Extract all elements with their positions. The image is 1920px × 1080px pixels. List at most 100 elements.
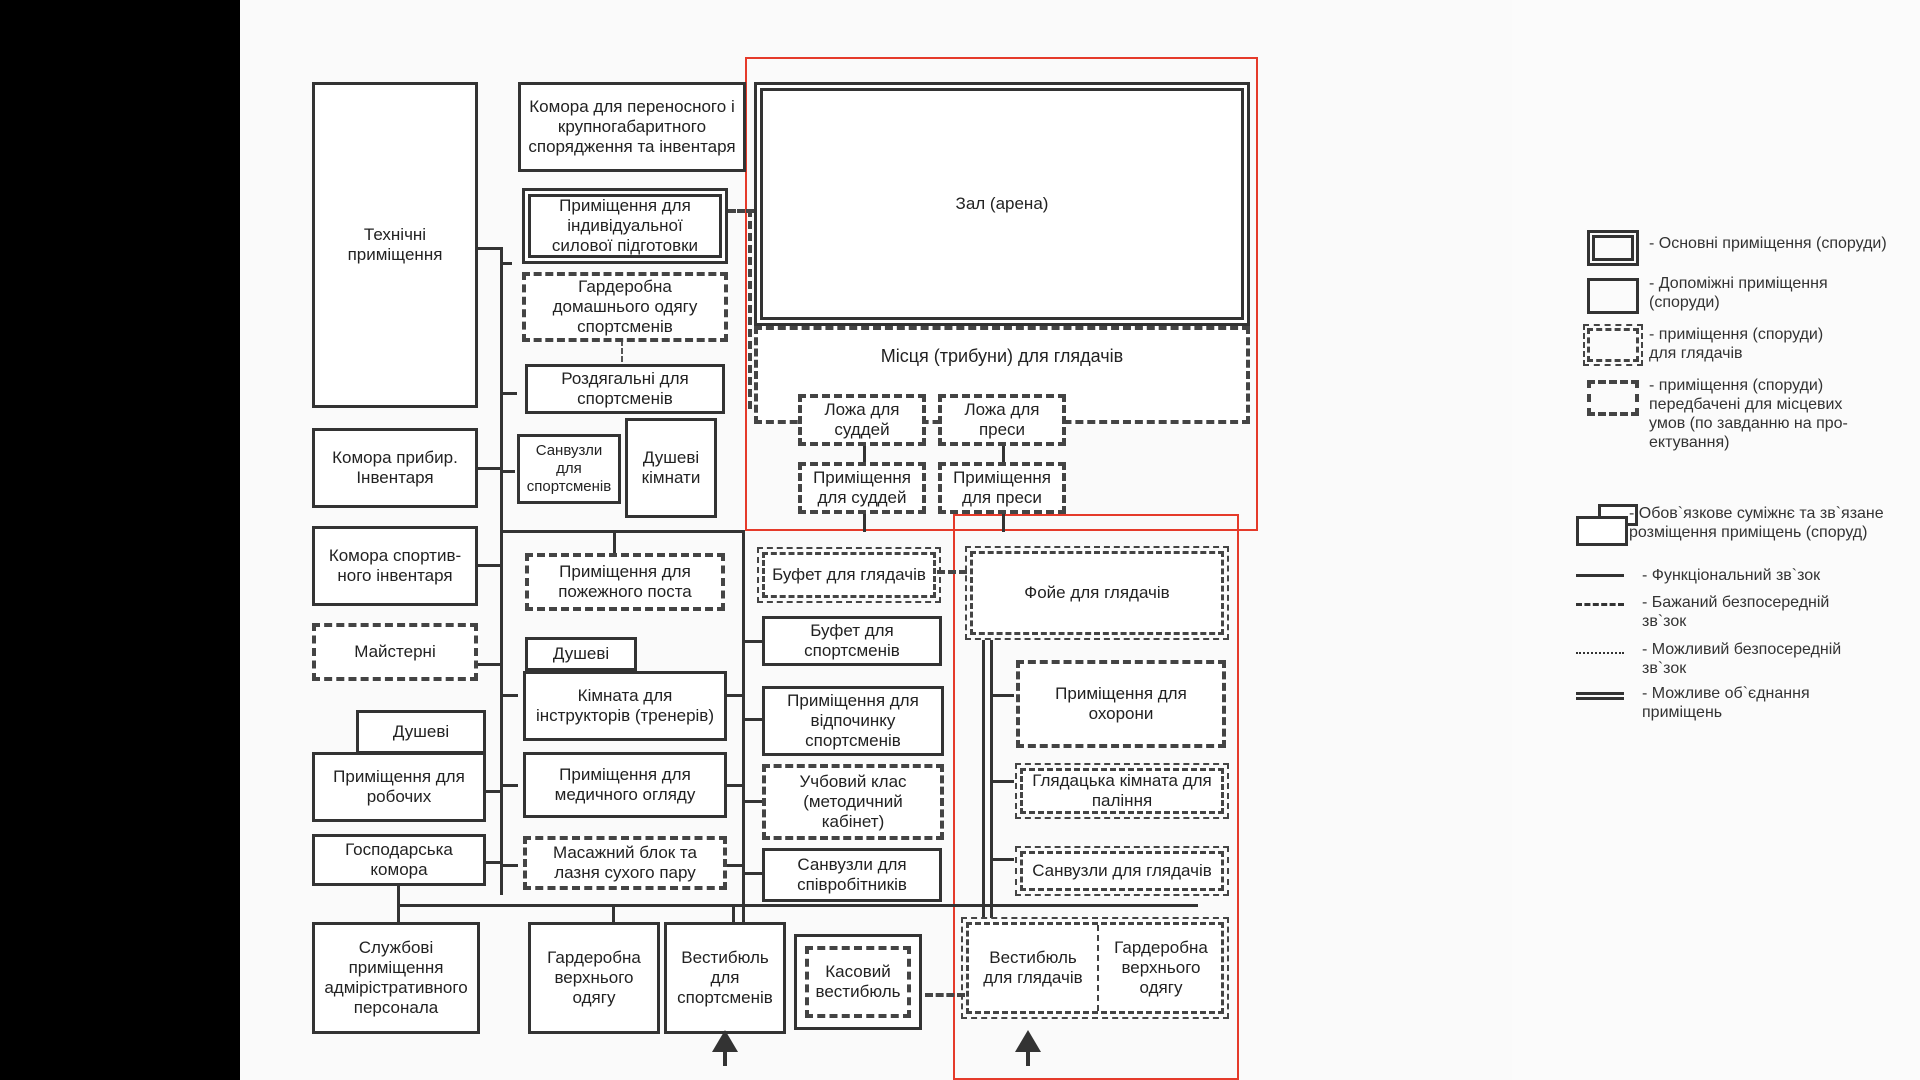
room-storage-equipment: Комора для переносного і крупногабаритно… bbox=[518, 82, 746, 172]
link-athlete-buffet bbox=[742, 640, 762, 643]
room-athlete-buffet: Буфет для спортсменів bbox=[762, 616, 942, 666]
room-workers-label: Приміщення для робочих bbox=[333, 767, 465, 806]
room-judges: Приміщення для суддей bbox=[798, 462, 926, 514]
link-utility bbox=[485, 861, 502, 864]
room-spectator-wc: Санвузли для глядачів bbox=[1015, 846, 1229, 896]
room-workers: Приміщення для робочих bbox=[312, 752, 486, 822]
room-classroom: Учбовий клас (методичний кабінет) bbox=[762, 764, 944, 840]
room-press-box-label: Ложа для преси bbox=[964, 400, 1040, 439]
room-stands-label: Місця (трибуни) для глядачів bbox=[880, 346, 1124, 366]
athlete-entrance-arrow-icon bbox=[712, 1030, 738, 1052]
room-spectator-vestibule: Вестибюль для глядачів bbox=[969, 925, 1099, 1011]
room-showers-2-label: Душеві bbox=[552, 644, 610, 663]
link-staff-wc bbox=[742, 872, 762, 875]
room-sports-storage-label: Комора спортив-ного інвентаря bbox=[328, 546, 462, 585]
legend-merge-swatch bbox=[1576, 692, 1624, 700]
room-changing: Роздягальні для спортсменів bbox=[525, 364, 725, 414]
link-spectator-wc bbox=[992, 858, 1014, 861]
legend: - Основні приміщення (споруди) - Допоміж… bbox=[1512, 0, 1920, 1080]
room-wardrobe-home: Гардеробна домашнього одягу спортсменів bbox=[522, 272, 728, 342]
legend-local: - приміщення (споруди) передбачені для м… bbox=[1649, 377, 1848, 451]
legend-functional-swatch bbox=[1576, 574, 1624, 577]
room-technical: Технічні приміщення bbox=[312, 82, 478, 408]
legend-adjacent: - Обов`язкове суміжнє та зв`язане розміщ… bbox=[1629, 505, 1884, 541]
link-workers bbox=[485, 790, 502, 793]
room-fire-post-label: Приміщення для пожежного поста bbox=[558, 562, 692, 601]
room-showers-1: Душеві кімнати bbox=[625, 418, 717, 518]
room-security-label: Приміщення для охорони bbox=[1055, 684, 1187, 723]
room-changing-label: Роздягальні для спортсменів bbox=[561, 369, 689, 408]
link-classroom bbox=[742, 800, 762, 803]
link-cash-vestibule bbox=[925, 993, 965, 997]
room-storage-equipment-label: Комора для переносного і крупногабаритно… bbox=[528, 97, 736, 156]
link-sports-storage bbox=[478, 564, 502, 567]
legend-local-swatch bbox=[1587, 380, 1639, 416]
room-massage-sauna: Масажний блок та лазня сухого пару bbox=[523, 836, 727, 890]
legend-desired: - Бажаний безпосередній зв`зок bbox=[1642, 594, 1830, 630]
link-changing bbox=[500, 392, 517, 395]
room-cleaning-storage: Комора прибир. Інвентаря bbox=[312, 428, 478, 508]
room-outerwear-athletes: Гардеробна верхнього одягу bbox=[528, 922, 660, 1034]
link-horizontal-531 bbox=[500, 530, 745, 533]
room-smoking-label: Глядацька кімната для паління bbox=[1032, 771, 1212, 810]
room-showers-2: Душеві bbox=[525, 637, 637, 671]
link-smoking bbox=[992, 780, 1014, 783]
room-outerwear-spectators-label: Гардеробна верхнього одягу bbox=[1114, 938, 1208, 997]
room-spectator-entrance: Вестибюль для глядачів Гардеробна верхнь… bbox=[961, 917, 1229, 1019]
room-spectator-foyer-label: Фойе для глядачів bbox=[1024, 583, 1170, 602]
room-utility-storage: Господарська комора bbox=[312, 834, 486, 886]
link-training-arena bbox=[728, 209, 754, 213]
link-buffet-foyer bbox=[937, 570, 967, 574]
legend-desired-swatch bbox=[1576, 603, 1624, 606]
room-athletes-wc-label: Санвузли для спортсменів bbox=[526, 442, 612, 495]
link-main-vertical-left bbox=[500, 247, 503, 895]
room-athlete-vestibule-label: Вестибюль для спортсменів bbox=[677, 948, 773, 1007]
link-security bbox=[992, 694, 1014, 697]
legend-main: - Основні приміщення (споруди) bbox=[1649, 235, 1887, 252]
room-spectator-foyer: Фойе для глядачів bbox=[965, 546, 1229, 640]
room-individual-training: Приміщення для індивідуальної силової пі… bbox=[522, 188, 728, 264]
room-staff-wc-label: Санвузли для співробітників bbox=[797, 855, 907, 894]
room-outerwear-spectators: Гардеробна верхнього одягу bbox=[1101, 925, 1221, 1011]
room-admin-offices: Службові приміщення адмірістративного пе… bbox=[312, 922, 480, 1034]
room-cleaning-storage-label: Комора прибир. Інвентаря bbox=[332, 448, 458, 487]
room-athlete-rest-label: Приміщення для відпочинку спортсменів bbox=[787, 691, 919, 750]
link-cleaning bbox=[478, 467, 502, 470]
legend-spectators: - приміщення (споруди) для глядачів bbox=[1649, 326, 1824, 362]
room-admin-offices-label: Службові приміщення адмірістративного пе… bbox=[324, 938, 468, 1017]
link-massage-r bbox=[725, 864, 745, 867]
athlete-entrance-arrow-stem bbox=[723, 1052, 727, 1066]
room-classroom-label: Учбовий клас (методичний кабінет) bbox=[799, 772, 907, 831]
room-judges-box-label: Ложа для суддей bbox=[824, 400, 900, 439]
room-spectator-vestibule-label: Вестибюль для глядачів bbox=[983, 948, 1083, 987]
spectator-entrance-arrow-icon bbox=[1015, 1030, 1041, 1052]
room-cash-vestibule-label: Касовий вестибюль bbox=[815, 962, 901, 1001]
highlight-spectator-zone bbox=[953, 514, 1239, 1080]
room-press-label: Приміщення для преси bbox=[953, 468, 1051, 507]
legend-auxiliary: - Допоміжні приміщення (споруди) bbox=[1649, 275, 1828, 311]
room-cash-block: Касовий вестибюль bbox=[794, 934, 922, 1030]
room-cash-vestibule: Касовий вестибюль bbox=[805, 946, 911, 1018]
room-outerwear-athletes-label: Гардеробна верхнього одягу bbox=[547, 948, 641, 1007]
room-instructors: Кімната для інструкторів (тренерів) bbox=[523, 671, 727, 741]
room-workshops: Майстерні bbox=[312, 623, 478, 681]
merge-line-a bbox=[982, 640, 985, 918]
room-instructors-label: Кімната для інструкторів (тренерів) bbox=[535, 686, 714, 725]
link-judges-down bbox=[863, 510, 866, 532]
room-fire-post: Приміщення для пожежного поста bbox=[525, 553, 725, 611]
legend-adjacent-swatch-front bbox=[1576, 516, 1628, 546]
room-athletes-wc: Санвузли для спортсменів bbox=[517, 434, 621, 504]
link-main-vertical-center bbox=[742, 531, 745, 931]
room-showers-1-label: Душеві кімнати bbox=[641, 448, 701, 487]
legend-merge: - Можливе об`єднання приміщень bbox=[1642, 685, 1810, 721]
legend-main-swatch bbox=[1587, 230, 1639, 266]
room-athlete-vestibule: Вестибюль для спортсменів bbox=[664, 922, 786, 1034]
room-utility-storage-label: Господарська комора bbox=[345, 840, 453, 879]
link-press-v bbox=[1002, 436, 1005, 466]
link-training-arena-v bbox=[748, 209, 752, 409]
room-press-box: Ложа для преси bbox=[938, 394, 1066, 446]
link-rest bbox=[742, 718, 762, 721]
room-arena-label: Зал (арена) bbox=[955, 194, 1049, 213]
legend-spectators-swatch bbox=[1583, 324, 1643, 366]
room-staff-wc: Санвузли для співробітників bbox=[762, 848, 942, 902]
